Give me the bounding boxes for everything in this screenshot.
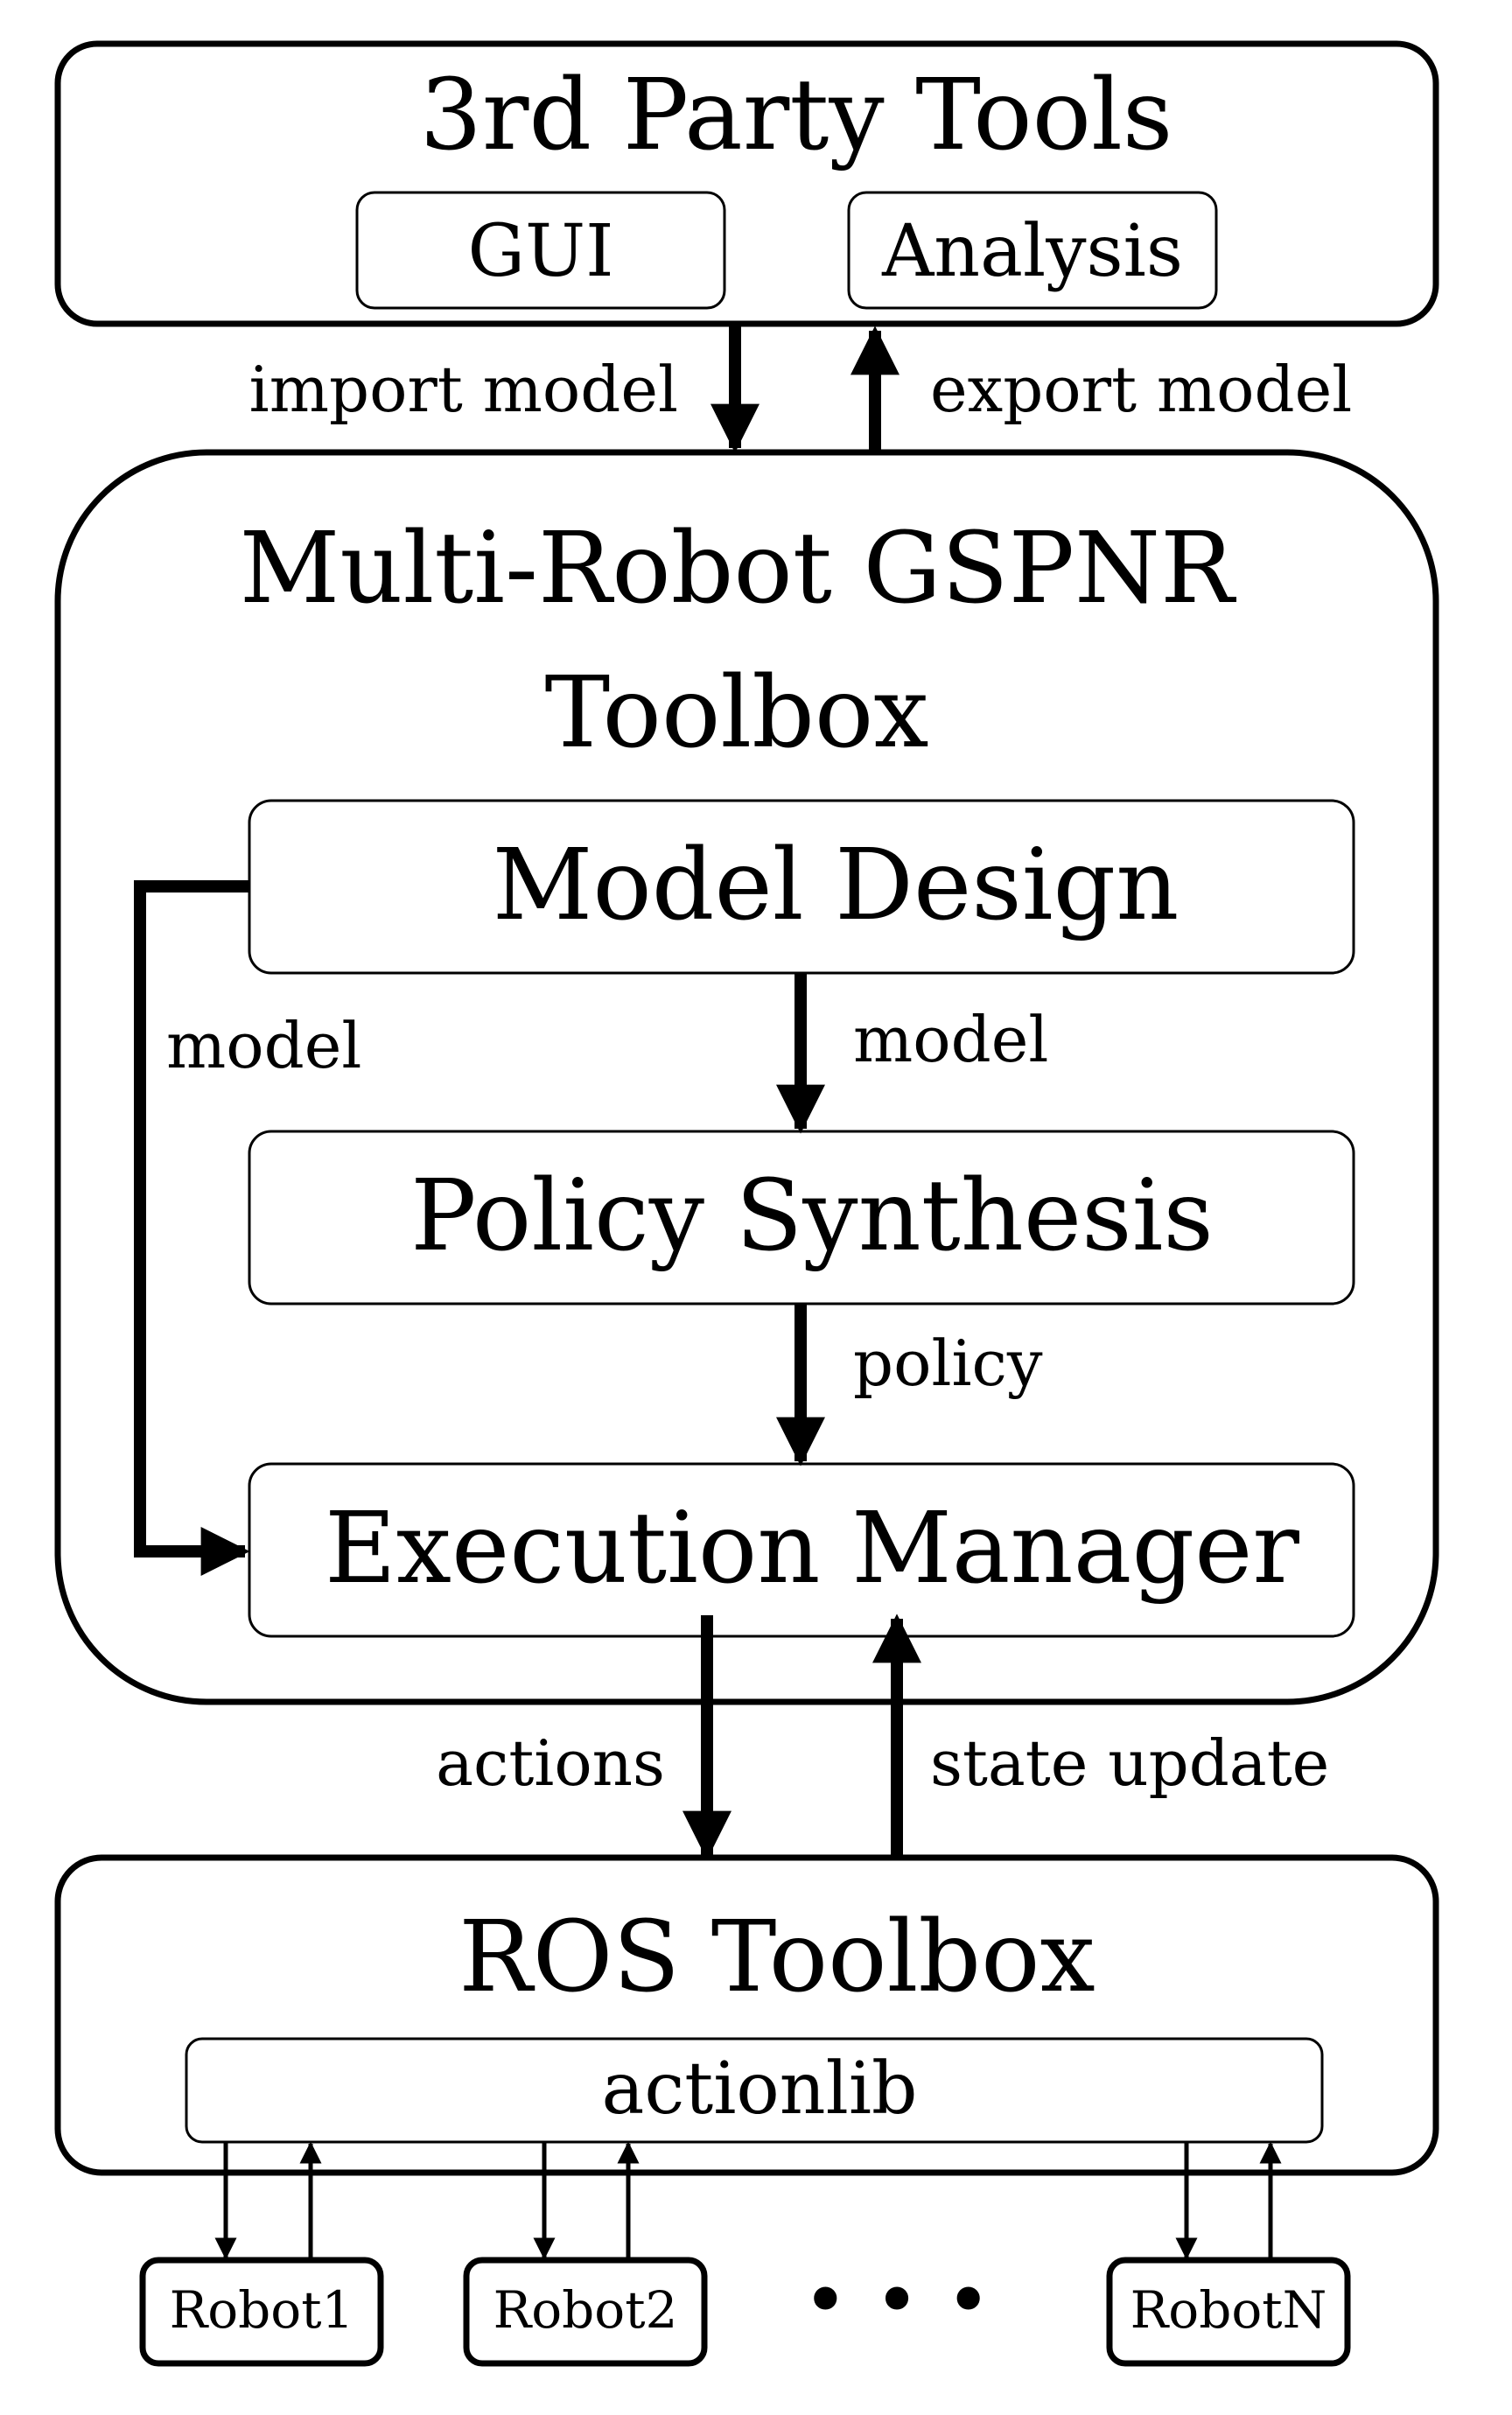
ros-toolbox-title: ROS Toolbox: [458, 1900, 1095, 2014]
actionlib-box: [185, 2037, 1324, 2144]
robots-ellipsis: • • •: [802, 2255, 991, 2347]
model-design-label: Model Design: [493, 829, 1180, 942]
gspnr-title-line1: Multi-Robot GSPNR: [240, 512, 1237, 626]
actions-label: actions: [436, 1726, 665, 1800]
third-party-tools-box: [54, 40, 1439, 327]
gui-label: GUI: [467, 210, 613, 293]
robot2-label: Robot2: [494, 2280, 678, 2340]
model-bypass-arrow: [134, 880, 250, 1576]
gspnr-toolbox-box: [54, 449, 1439, 1705]
model-center-label: model: [853, 1003, 1048, 1076]
robotN-box: [1106, 2257, 1351, 2367]
policy-label: policy: [853, 1326, 1043, 1400]
analysis-box: [847, 191, 1218, 310]
import-model-label: import model: [249, 353, 678, 426]
robot2-box: [463, 2257, 708, 2367]
export-model-label: export model: [930, 353, 1352, 426]
robot1-label: Robot1: [170, 2280, 354, 2340]
gui-box: [355, 191, 726, 310]
robot1-box: [139, 2257, 384, 2367]
execution-manager-label: Execution Manager: [325, 1492, 1299, 1606]
ros-toolbox-box: [54, 1854, 1439, 2176]
model-left-label: model: [166, 1009, 361, 1082]
policy-synthesis-label: Policy Synthesis: [410, 1159, 1214, 1273]
analysis-label: Analysis: [881, 210, 1183, 293]
actionlib-label: actionlib: [601, 2048, 917, 2131]
robotN-label: RobotN: [1130, 2280, 1327, 2340]
gspnr-title-line2: Toolbox: [545, 656, 929, 770]
third-party-tools-title: 3rd Party Tools: [420, 59, 1173, 172]
state-update-label: state update: [930, 1726, 1329, 1800]
